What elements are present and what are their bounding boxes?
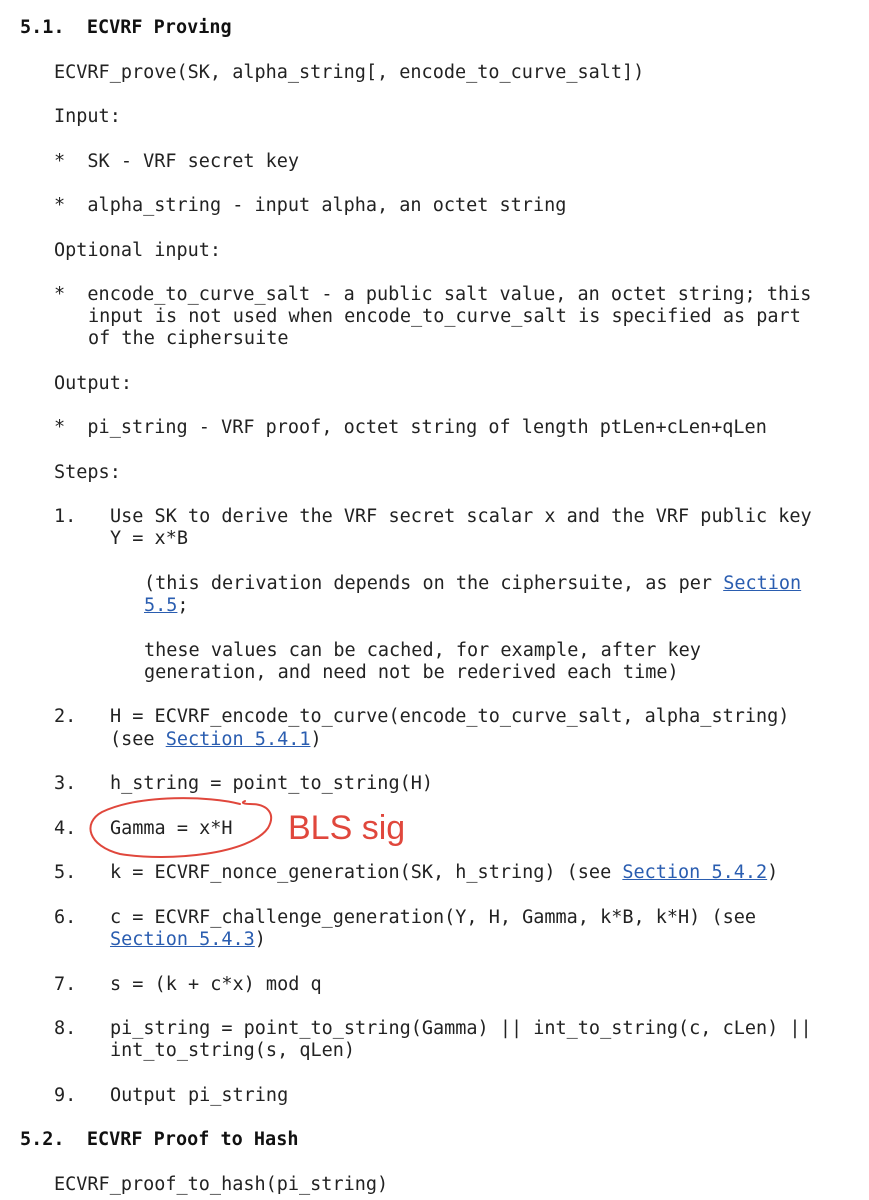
function-signature: ECVRF_proof_to_hash(pi_string) [54,1174,389,1195]
step-8-text: pi_string = point_to_string(Gamma) || in… [110,1018,812,1039]
step-number: 4. [54,818,77,839]
input-item: * alpha_string - input alpha, an octet s… [54,195,567,216]
step-number: 3. [54,773,77,794]
step-7-text: s = (k + c*x) mod q [110,974,322,995]
annotation-circle-icon [89,797,273,858]
step-6-text: Section 5.4.3) [110,929,266,950]
section-number: 5.2. [20,1129,65,1150]
step-1-note: (this derivation depends on the ciphersu… [144,573,802,594]
step-6-text: c = ECVRF_challenge_generation(Y, H, Gam… [110,907,757,928]
step-number: 6. [54,907,77,928]
section-heading-5-1: 5.1. ECVRF Proving [20,17,232,39]
section-title: ECVRF Proving [86,17,232,38]
bullet: * [54,417,66,438]
step-number: 7. [54,974,77,995]
bullet: * [54,284,66,305]
bullet: * [54,151,66,172]
step-4-text: Gamma = x*H [110,818,233,839]
step-1-note: these values can be cached, for example,… [144,640,701,661]
steps-label: Steps: [54,462,121,483]
step-8-text: int_to_string(s, qLen) [110,1040,356,1061]
step-number: 8. [54,1018,77,1039]
section-link[interactable]: 5.5 [144,595,178,616]
optional-input-item: * encode_to_curve_salt - a public salt v… [54,284,812,305]
step-1-note: 5.5; [144,595,189,616]
input-label: Input: [54,106,121,127]
optional-input-continuation: input is not used when encode_to_curve_s… [88,306,801,327]
step-1-text: Y = x*B [110,528,188,549]
step-1-text: Use SK to derive the VRF secret scalar x… [110,506,812,527]
step-3-text: h_string = point_to_string(H) [110,773,434,794]
step-number: 5. [54,862,77,883]
section-link[interactable]: Section 5.4.1 [165,729,311,750]
optional-input-label: Optional input: [54,240,222,261]
step-number: 2. [54,706,77,727]
step-1-note: generation, and need not be rederived ea… [144,662,679,683]
step-2-text: H = ECVRF_encode_to_curve(encode_to_curv… [110,706,790,727]
section-title: ECVRF Proof to Hash [86,1129,299,1150]
bullet: * [54,195,66,216]
output-item: * pi_string - VRF proof, octet string of… [54,417,767,438]
section-link[interactable]: Section 5.4.3 [110,929,255,950]
output-label: Output: [54,373,132,394]
section-link[interactable]: Section 5.4.2 [622,862,768,883]
section-heading-5-2: 5.2. ECVRF Proof to Hash [20,1129,298,1151]
step-9-text: Output pi_string [110,1085,289,1106]
step-number: 1. [54,506,77,527]
annotation-text: BLS sig [288,809,406,847]
step-number: 9. [54,1085,77,1106]
step-2-text: (see Section 5.4.1) [110,729,322,750]
step-5-text: k = ECVRF_nonce_generation(SK, h_string)… [110,862,779,883]
section-link[interactable]: Section [723,573,802,594]
input-item: * SK - VRF secret key [54,151,300,172]
function-signature: ECVRF_prove(SK, alpha_string[, encode_to… [54,62,645,83]
optional-input-continuation: of the ciphersuite [88,328,289,349]
section-number: 5.1. [20,17,65,38]
